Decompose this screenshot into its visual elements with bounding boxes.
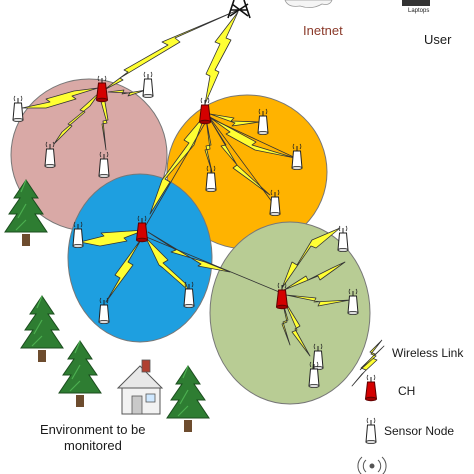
legend-sensor-node-icon — [365, 417, 377, 445]
environment-label-line1: Environment to be — [40, 422, 146, 437]
environment-label-line2: monitored — [64, 438, 122, 453]
lightning-icon — [283, 299, 311, 357]
signal-icon — [357, 456, 387, 474]
legend-ch: CH — [398, 384, 416, 398]
sensor-node-icon — [347, 288, 359, 316]
lightning-icon — [207, 115, 271, 196]
lightning-icon — [204, 117, 213, 173]
cluster-head-icon — [276, 282, 288, 310]
legend-sensor-node: Sensor Node — [384, 424, 455, 438]
tree-icon — [20, 295, 64, 363]
sensor-node-icon — [142, 71, 154, 99]
lightning-icon — [105, 237, 143, 303]
sensor-node-icon — [44, 141, 56, 169]
sensor-node-icon — [257, 108, 269, 136]
sensor-node-icon — [205, 165, 217, 193]
house-icon — [116, 359, 164, 415]
lightning-icon — [147, 231, 231, 273]
sensor-node-icon — [183, 281, 195, 309]
lightning-icon — [145, 237, 189, 291]
lightning-icon — [149, 114, 206, 215]
sensor-node-icon — [308, 361, 320, 389]
lightning-icon — [281, 299, 291, 346]
tree-icon — [58, 340, 102, 408]
comm-lines — [141, 117, 301, 295]
wireless-links — [21, 9, 385, 387]
sensor-node-icon — [72, 221, 84, 249]
lightning-icon — [283, 261, 346, 291]
cluster-head-icon — [199, 97, 211, 125]
laptops-label: Laptops — [408, 8, 430, 14]
legend-cluster-head-icon — [365, 374, 377, 402]
cloud-icon — [284, 0, 333, 8]
sensor-node-icon — [291, 143, 303, 171]
laptop-icon — [402, 0, 430, 6]
lightning-icon — [204, 11, 239, 105]
sensor-node-icon — [269, 189, 281, 217]
sensor-node-icon — [12, 95, 24, 123]
user-label: User — [424, 32, 452, 47]
sensor-node-icon — [98, 151, 110, 179]
lightning-icon — [79, 229, 146, 247]
cluster-head-icon — [96, 75, 108, 103]
sensor-node-icon — [337, 225, 349, 253]
lightning-icon — [281, 227, 341, 289]
legend-wireless-link: Wireless Link — [392, 346, 464, 360]
sensor-node-icon — [98, 297, 110, 325]
cluster-head-icon — [136, 215, 148, 243]
internet-label: Inetnet — [303, 23, 343, 38]
legend-lightning-icon — [359, 339, 383, 371]
lightning-icon — [207, 115, 296, 159]
tree-icon — [166, 365, 210, 433]
tower-icon — [227, 0, 251, 19]
